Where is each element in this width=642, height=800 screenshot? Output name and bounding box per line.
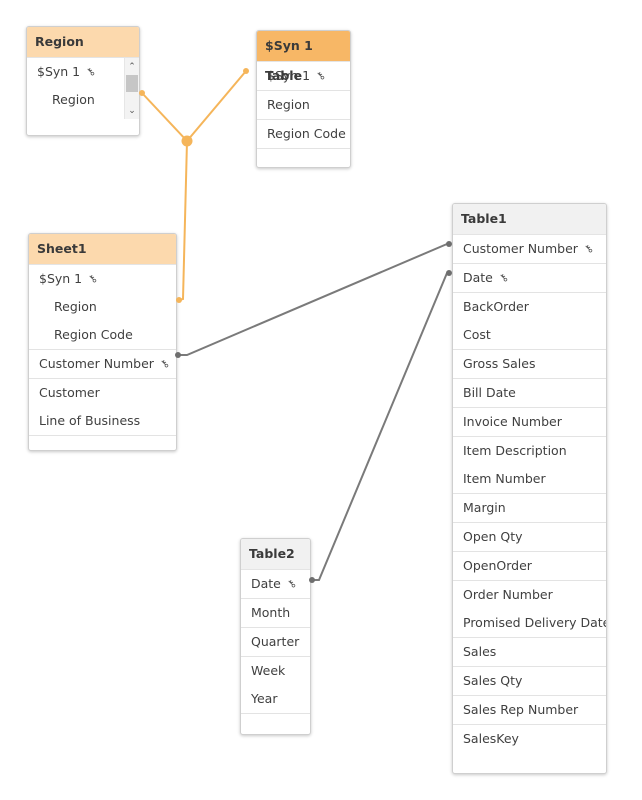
- field-row[interactable]: Customer Number⚷: [453, 235, 606, 264]
- field-label: Promised Delivery Date: [463, 615, 606, 630]
- scrollbar-thumb[interactable]: [126, 75, 138, 92]
- field-row[interactable]: Region Code: [29, 321, 176, 350]
- field-row[interactable]: Region Code: [257, 120, 350, 149]
- field-row[interactable]: SalesKey: [453, 725, 606, 753]
- field-label: Region: [267, 97, 310, 112]
- field-row[interactable]: $Syn 1⚷: [29, 265, 176, 293]
- key-icon: ⚷: [581, 242, 596, 256]
- field-label: Region: [52, 92, 95, 107]
- field-row[interactable]: Item Number: [453, 465, 606, 494]
- link-customer-number: [177, 243, 448, 356]
- field-label: Customer: [39, 385, 100, 400]
- field-label: Year: [251, 691, 278, 706]
- field-label: Date: [251, 576, 281, 591]
- field-label: Item Number: [463, 471, 546, 486]
- field-row[interactable]: Line of Business: [29, 407, 176, 436]
- field-label: Cost: [463, 327, 491, 342]
- field-label: Week: [251, 663, 286, 678]
- table-header[interactable]: Sheet1: [29, 234, 176, 265]
- field-label: Bill Date: [463, 385, 516, 400]
- table-header[interactable]: $Syn 1 Table: [257, 31, 350, 83]
- field-row[interactable]: Item Description: [453, 437, 606, 465]
- field-label: OpenOrder: [463, 558, 532, 573]
- field-row[interactable]: Month: [241, 599, 310, 628]
- field-label: Invoice Number: [463, 414, 562, 429]
- scrollbar[interactable]: ⌃ ⌄: [124, 58, 139, 119]
- key-icon: ⚷: [314, 69, 328, 83]
- field-label: Sales Rep Number: [463, 702, 579, 717]
- field-row[interactable]: Region: [27, 86, 139, 114]
- field-row[interactable]: $Syn 1⚷: [27, 58, 139, 86]
- table-header[interactable]: Table1: [453, 204, 606, 235]
- key-icon: ⚷: [496, 271, 511, 285]
- field-row[interactable]: Gross Sales: [453, 350, 606, 379]
- field-label: Date: [463, 270, 493, 285]
- key-icon: ⚷: [84, 65, 98, 79]
- table-header[interactable]: Region: [27, 27, 139, 58]
- field-row[interactable]: Open Qty: [453, 523, 606, 552]
- field-label: Margin: [463, 500, 506, 515]
- field-label: Sales Qty: [463, 673, 523, 688]
- field-label: Quarter: [251, 634, 300, 649]
- field-row[interactable]: Date⚷: [241, 570, 310, 599]
- field-row[interactable]: Sales: [453, 638, 606, 667]
- field-row[interactable]: Bill Date: [453, 379, 606, 408]
- field-row[interactable]: Cost: [453, 321, 606, 350]
- field-row[interactable]: OpenOrder: [453, 552, 606, 581]
- synthetic-link-syn1-table: [186, 70, 247, 142]
- table2-table[interactable]: Table2 Date⚷ Month Quarter Week Year: [240, 538, 311, 735]
- field-label: Item Description: [463, 443, 567, 458]
- field-row[interactable]: Quarter: [241, 628, 310, 657]
- field-row[interactable]: Promised Delivery Date: [453, 609, 606, 638]
- field-label: BackOrder: [463, 299, 529, 314]
- field-label: SalesKey: [463, 731, 519, 746]
- field-label: Region Code: [54, 327, 133, 342]
- field-row[interactable]: Region: [257, 91, 350, 120]
- field-row[interactable]: Year: [241, 685, 310, 714]
- field-row[interactable]: Order Number: [453, 581, 606, 609]
- table-header[interactable]: Table2: [241, 539, 310, 570]
- key-icon: ⚷: [86, 272, 100, 286]
- table1-table[interactable]: Table1 Customer Number⚷ Date⚷ BackOrder …: [452, 203, 607, 774]
- field-label: Order Number: [463, 587, 553, 602]
- field-label: $Syn 1: [267, 68, 311, 83]
- link-date: [312, 272, 448, 581]
- field-label: Customer Number: [39, 356, 154, 371]
- field-row[interactable]: Invoice Number: [453, 408, 606, 437]
- field-row[interactable]: Customer Number⚷: [29, 350, 176, 379]
- field-label: $Syn 1: [39, 271, 83, 286]
- synthetic-link-sheet1: [178, 140, 188, 301]
- sheet1-table[interactable]: Sheet1 $Syn 1⚷ Region Region Code Custom…: [28, 233, 177, 451]
- field-row[interactable]: $Syn 1⚷: [257, 62, 350, 91]
- field-label: Sales: [463, 644, 497, 659]
- field-label: Region: [54, 299, 97, 314]
- field-row[interactable]: Margin: [453, 494, 606, 523]
- field-label: Region Code: [267, 126, 346, 141]
- region-table[interactable]: Region $Syn 1⚷ Region ⌃ ⌄: [26, 26, 140, 136]
- field-label: Gross Sales: [463, 356, 536, 371]
- field-label: $Syn 1: [37, 64, 81, 79]
- field-row[interactable]: Date⚷: [453, 264, 606, 293]
- field-row[interactable]: Customer: [29, 379, 176, 407]
- field-row[interactable]: Sales Qty: [453, 667, 606, 696]
- field-label: Month: [251, 605, 291, 620]
- chevron-up-icon[interactable]: ⌃: [128, 62, 136, 72]
- syn1-table[interactable]: $Syn 1 Table $Syn 1⚷ Region Region Code: [256, 30, 351, 168]
- key-icon: ⚷: [284, 577, 299, 591]
- field-label: Open Qty: [463, 529, 523, 544]
- field-row[interactable]: BackOrder: [453, 293, 606, 321]
- field-label: Line of Business: [39, 413, 141, 428]
- chevron-down-icon[interactable]: ⌄: [128, 106, 136, 116]
- field-label: Customer Number: [463, 241, 578, 256]
- field-row[interactable]: Week: [241, 657, 310, 685]
- key-icon: ⚷: [157, 357, 172, 371]
- field-row[interactable]: Region: [29, 293, 176, 321]
- field-row[interactable]: Sales Rep Number: [453, 696, 606, 725]
- synthetic-link-region: [141, 92, 188, 142]
